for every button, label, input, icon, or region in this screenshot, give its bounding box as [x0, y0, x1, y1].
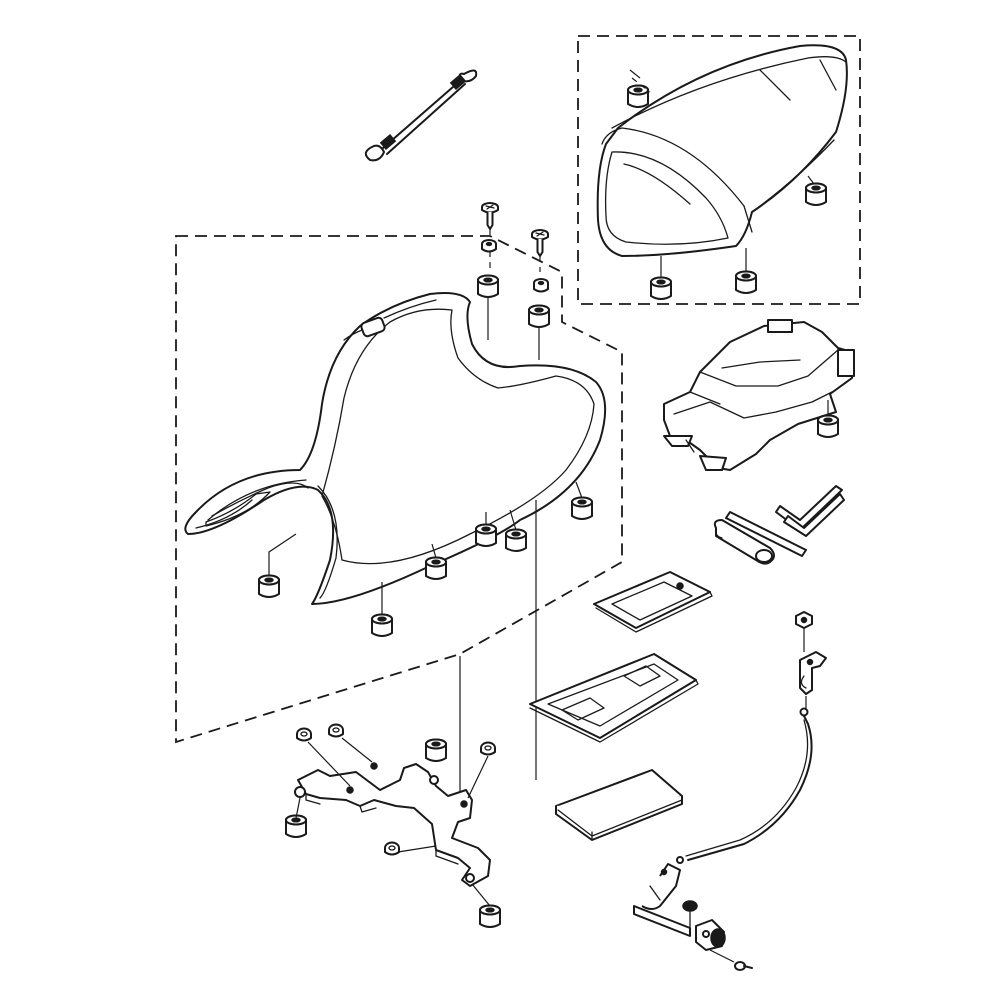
bolt-icon: [734, 961, 753, 971]
owners-manual-icon: [555, 769, 683, 841]
seat-mounting-bracket-icon: [294, 762, 491, 887]
seat-damper-rubber-icon: [505, 509, 527, 552]
document-bag-icon: [593, 571, 713, 633]
rear-seat-group-boundary: [577, 35, 861, 305]
hex-wrench-icon: [775, 485, 845, 537]
collar-icon: [533, 278, 549, 293]
seat-lock-assembly-icon: [633, 863, 735, 963]
seat-damper-rubber-icon: [571, 481, 593, 520]
bolt-icon: [467, 741, 496, 799]
helmet-cable-icon: [364, 69, 478, 162]
seat-damper-rubber-icon: [528, 304, 550, 360]
seat-lock-bracket-icon: [799, 651, 827, 710]
screwdriver-icon: [713, 511, 807, 565]
seat-damper-rubber-icon: [475, 512, 497, 547]
bolt-icon: [328, 723, 373, 763]
screw-icon: [531, 229, 549, 272]
nut-icon: [795, 611, 813, 652]
manual-case-icon: [529, 653, 699, 743]
bolt-icon: [296, 727, 351, 787]
collar-icon: [481, 239, 497, 253]
seat-tray-icon: [663, 319, 855, 471]
seat-damper-rubber-icon: [425, 738, 447, 762]
seat-damper-rubber-icon: [371, 582, 393, 637]
seat-lock-cable-icon: [676, 707, 813, 864]
seat-damper-rubber-icon: [627, 69, 651, 108]
front-seat-icon: [184, 292, 607, 605]
bolt-icon: [384, 841, 437, 856]
screw-icon: [481, 202, 499, 270]
seat-damper-rubber-icon: [817, 400, 839, 438]
rear-seat-cover-icon: [596, 44, 848, 257]
seat-damper-rubber-icon: [650, 256, 672, 300]
seat-damper-rubber-icon: [735, 248, 757, 294]
seat-damper-rubber-icon: [425, 543, 447, 580]
seat-damper-rubber-icon: [477, 274, 499, 340]
seat-damper-rubber-icon: [258, 533, 297, 598]
front-seat-group-boundary: [175, 235, 623, 744]
seat-damper-rubber-icon: [285, 797, 307, 838]
seat-damper-rubber-icon: [805, 175, 827, 206]
seat-damper-rubber-icon: [471, 883, 501, 928]
